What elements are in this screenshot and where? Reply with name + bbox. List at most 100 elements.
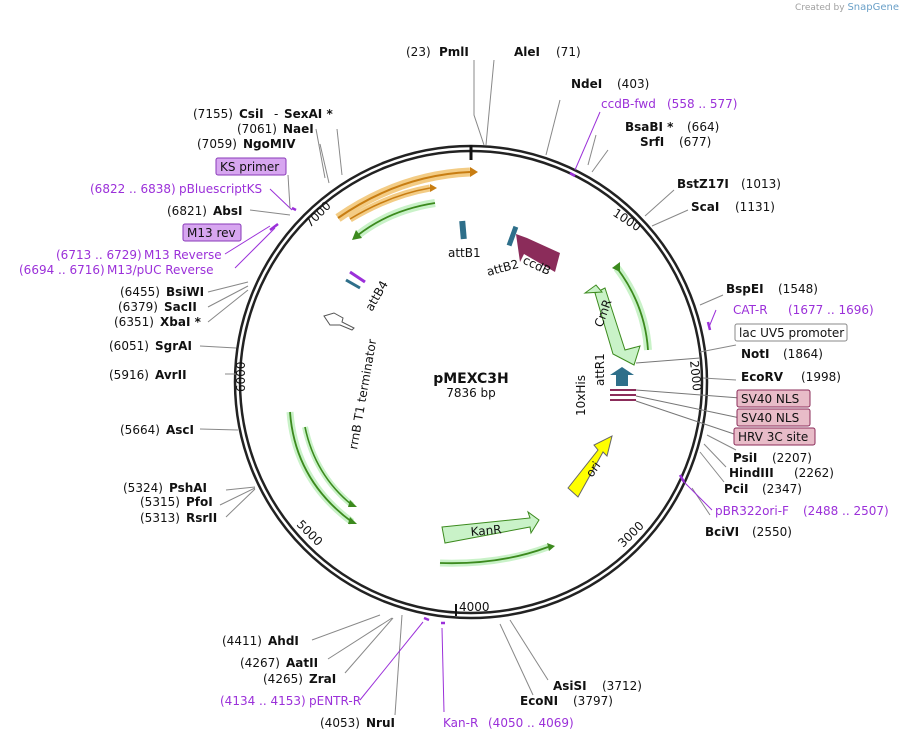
site-sacii-name: SacII <box>164 300 197 314</box>
primer-cat-r-range: (1677 .. 1696) <box>788 303 874 317</box>
site-noti-name: NotI <box>741 347 770 361</box>
rrnb-arrow <box>323 312 355 331</box>
tick-2000: 2000 <box>687 360 704 392</box>
primer-pentr-r-name: pENTR-R <box>309 694 361 708</box>
site-pfoi-name: PfoI <box>186 495 213 509</box>
site-alei-name: AleI <box>514 45 540 59</box>
box-sv40-nls-1: SV40 NLS <box>741 392 799 406</box>
site-sgrai-name: SgrAI <box>155 339 192 353</box>
kanr-arrow <box>441 510 540 544</box>
primer-m13-puc-range: (6694 .. 6716) <box>19 263 105 277</box>
site-ecorv-pos: (1998) <box>801 370 841 384</box>
site-aatii-pos: (4267) <box>240 656 280 670</box>
site-bstz17i-name: BstZ17I <box>677 177 729 191</box>
attb2-marker <box>506 225 519 247</box>
site-avrii-pos: (5916) <box>109 368 149 382</box>
site-asisi-pos: (3712) <box>602 679 642 693</box>
primer-ccdb-fwd-range: (558 .. 577) <box>667 97 737 111</box>
primer-labels: ccdB-fwd (558 .. 577) CAT-R (1677 .. 169… <box>19 97 889 730</box>
site-bcivi-pos: (2550) <box>752 525 792 539</box>
primer-ccdb-fwd-name: ccdB-fwd <box>601 97 656 111</box>
primer-pbluescriptks-name: pBluescriptKS <box>179 182 262 196</box>
site-noti-pos: (1864) <box>783 347 823 361</box>
primer-kan-r-range: (4050 .. 4069) <box>488 716 574 730</box>
primer-kan-r-name: Kan-R <box>443 716 478 730</box>
primer-m13-puc-name: M13/pUC Reverse <box>107 263 214 277</box>
box-hrv-3c: HRV 3C site <box>738 430 808 444</box>
site-bsiwi-pos: (6455) <box>120 285 160 299</box>
orf-arc-green-right <box>613 265 652 351</box>
site-scai-pos: (1131) <box>735 200 775 214</box>
features <box>286 167 741 567</box>
site-xbai-name: XbaI * <box>160 315 202 329</box>
site-bspei-name: BspEI <box>726 282 764 296</box>
site-ndei-name: NdeI <box>571 77 602 91</box>
site-pfoi-pos: (5315) <box>140 495 180 509</box>
his10-label: 10xHis <box>574 375 588 416</box>
site-dash: - <box>274 107 278 121</box>
primer-cat-r-name: CAT-R <box>733 303 768 317</box>
site-csii-pos: (7155) <box>193 107 233 121</box>
box-sv40-nls-2: SV40 NLS <box>741 411 799 425</box>
tick-6000: 6000 <box>234 361 248 392</box>
site-zrai-pos: (4265) <box>263 672 303 686</box>
site-sgrai-pos: (6051) <box>109 339 149 353</box>
plasmid-name: pMEXC3H <box>433 371 509 387</box>
site-pmli-name: PmlI <box>439 45 469 59</box>
site-asci-name: AscI <box>166 423 194 437</box>
site-sexai-name: SexAI * <box>284 107 333 121</box>
primer-pbluescriptks-range: (6822 .. 6838) <box>90 182 176 196</box>
primer-pbr322ori-f-range: (2488 .. 2507) <box>803 504 889 518</box>
primer-leader-lines <box>224 111 717 713</box>
site-leader-lines <box>199 59 737 716</box>
site-pcii-name: PciI <box>724 482 749 496</box>
site-alei-pos: (71) <box>556 45 581 59</box>
primer-m13-reverse-range: (6713 .. 6729) <box>56 248 142 262</box>
boxed-labels: KS primer M13 rev lac UV5 promoter SV40 … <box>182 157 848 446</box>
site-hindiii-name: HindIII <box>729 466 774 480</box>
snapgene-credit: Created by SnapGene <box>795 2 899 13</box>
site-pcii-pos: (2347) <box>762 482 802 496</box>
site-ahdi-pos: (4411) <box>222 634 262 648</box>
orf-arc-green-left-2 <box>302 426 354 508</box>
site-naei-pos: (7061) <box>237 122 277 136</box>
site-avrii-name: AvrII <box>155 368 187 382</box>
site-absi-pos: (6821) <box>167 204 207 218</box>
attr1-arrow <box>610 367 634 386</box>
site-pmli-pos: (23) <box>406 45 431 59</box>
ori-arrow <box>567 435 613 498</box>
site-ecorv-name: EcoRV <box>741 370 784 384</box>
plasmid-size: 7836 bp <box>446 386 496 400</box>
site-sacii-pos: (6379) <box>118 300 158 314</box>
site-asisi-name: AsiSI <box>553 679 587 693</box>
attb1-marker <box>459 220 467 240</box>
kanr-label: KanR <box>470 522 502 539</box>
site-scai-name: ScaI <box>691 200 719 214</box>
site-bspei-pos: (1548) <box>778 282 818 296</box>
site-absi-name: AbsI <box>213 204 242 218</box>
snapgene-logo: SnapGene <box>847 2 899 13</box>
site-ahdi-name: AhdI <box>268 634 299 648</box>
site-bsabi-pos: (664) <box>687 120 719 134</box>
site-bcivi-name: BciVI <box>705 525 739 539</box>
primer-pentr-r-range: (4134 .. 4153) <box>220 694 306 708</box>
site-pshai-name: PshAI <box>169 481 207 495</box>
site-labels: (23) PmlI AleI (71) NdeI (403) BsaBI * (… <box>109 45 841 730</box>
attb4-marker <box>349 270 366 284</box>
site-econi-name: EcoNI <box>520 694 558 708</box>
box-lac-uv5: lac UV5 promoter <box>739 326 844 340</box>
site-rsrii-pos: (5313) <box>140 511 180 525</box>
site-psii-pos: (2207) <box>772 451 812 465</box>
site-nrui-name: NruI <box>366 716 395 730</box>
site-naei-name: NaeI <box>283 122 314 136</box>
site-hindiii-pos: (2262) <box>794 466 834 480</box>
site-bsiwi-name: BsiWI <box>166 285 204 299</box>
site-ngomiv-pos: (7059) <box>197 137 237 151</box>
attr1-label: attR1 <box>593 353 607 386</box>
tick-4000: 4000 <box>459 600 490 614</box>
tick-7000: 7000 <box>302 199 333 230</box>
site-bsabi-name: BsaBI * <box>625 120 674 134</box>
primer-marks <box>269 171 712 625</box>
site-asci-pos: (5664) <box>120 423 160 437</box>
